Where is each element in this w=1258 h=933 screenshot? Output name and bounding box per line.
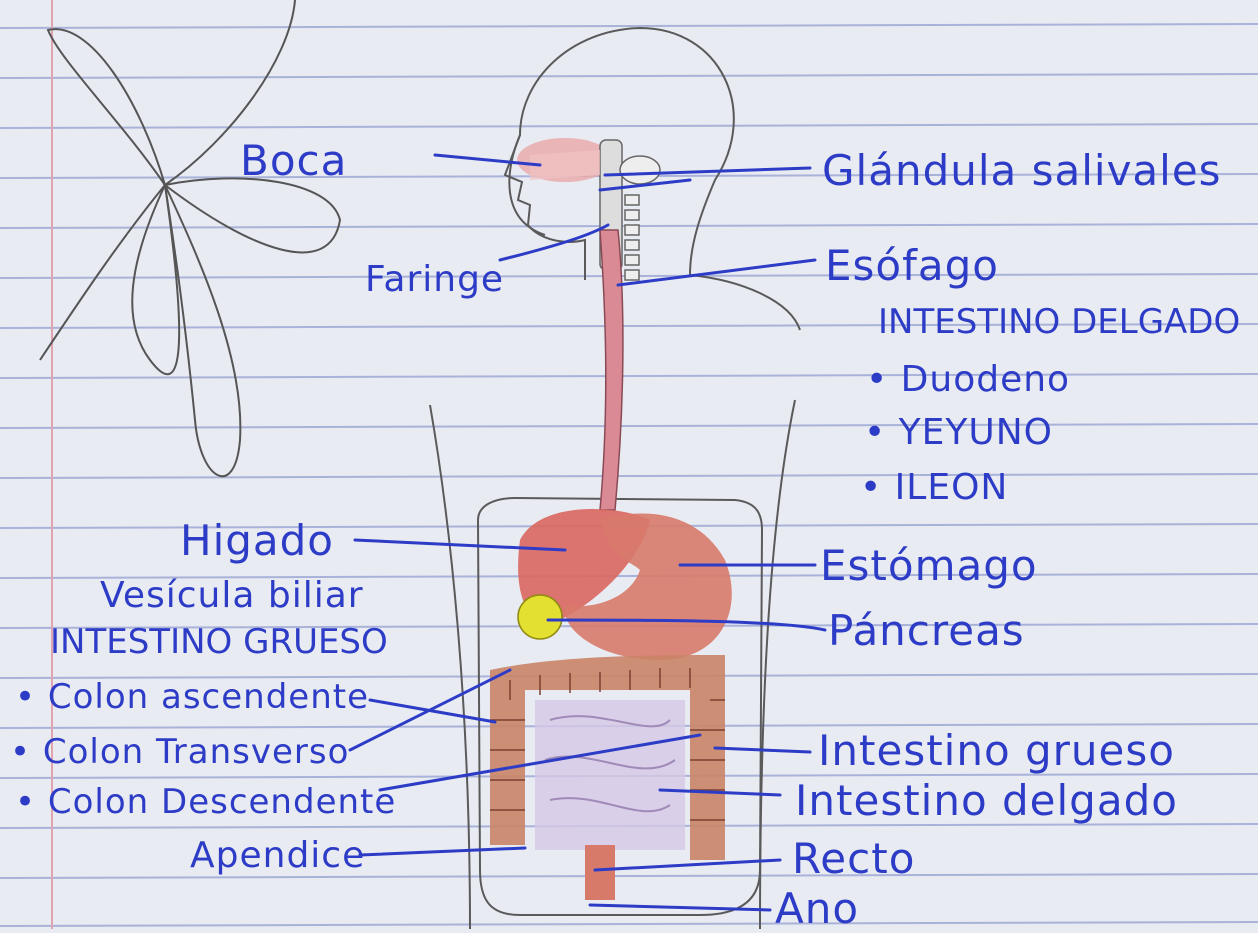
label-faringe: Faringe [365,262,504,298]
label-intestino-grueso-title: INTESTINO GRUESO [50,625,388,659]
label-pancreas: Páncreas [828,610,1025,652]
label-ileon: • ILEON [860,470,1008,506]
label-apendice: Apendice [190,838,365,874]
label-boca: Boca [240,140,347,182]
label-intestino-delgado: Intestino delgado [795,780,1178,822]
label-estomago: Estómago [820,545,1038,587]
pancreas-shape [518,595,562,639]
label-colon-ascendente: • Colon ascendente [15,680,369,714]
small-intestine-shape [535,700,685,850]
label-yeyuno: • YEYUNO [864,415,1053,451]
label-colon-transverso: • Colon Transverso [10,735,349,769]
label-colon-descendente: • Colon Descendente [15,785,396,819]
label-glandula-salivales: Glándula salivales [822,150,1222,192]
label-intestino-delgado-title: INTESTINO DELGADO [878,305,1240,339]
label-ano: Ano [775,888,859,930]
rectum-shape [585,845,615,900]
label-recto: Recto [792,838,915,880]
label-intestino-grueso: Intestino grueso [818,730,1175,772]
label-vesicula-biliar: Vesícula biliar [100,578,364,614]
label-higado: Higado [180,520,334,562]
label-esofago: Esófago [825,245,999,287]
label-duodeno: • Duodeno [866,362,1070,398]
